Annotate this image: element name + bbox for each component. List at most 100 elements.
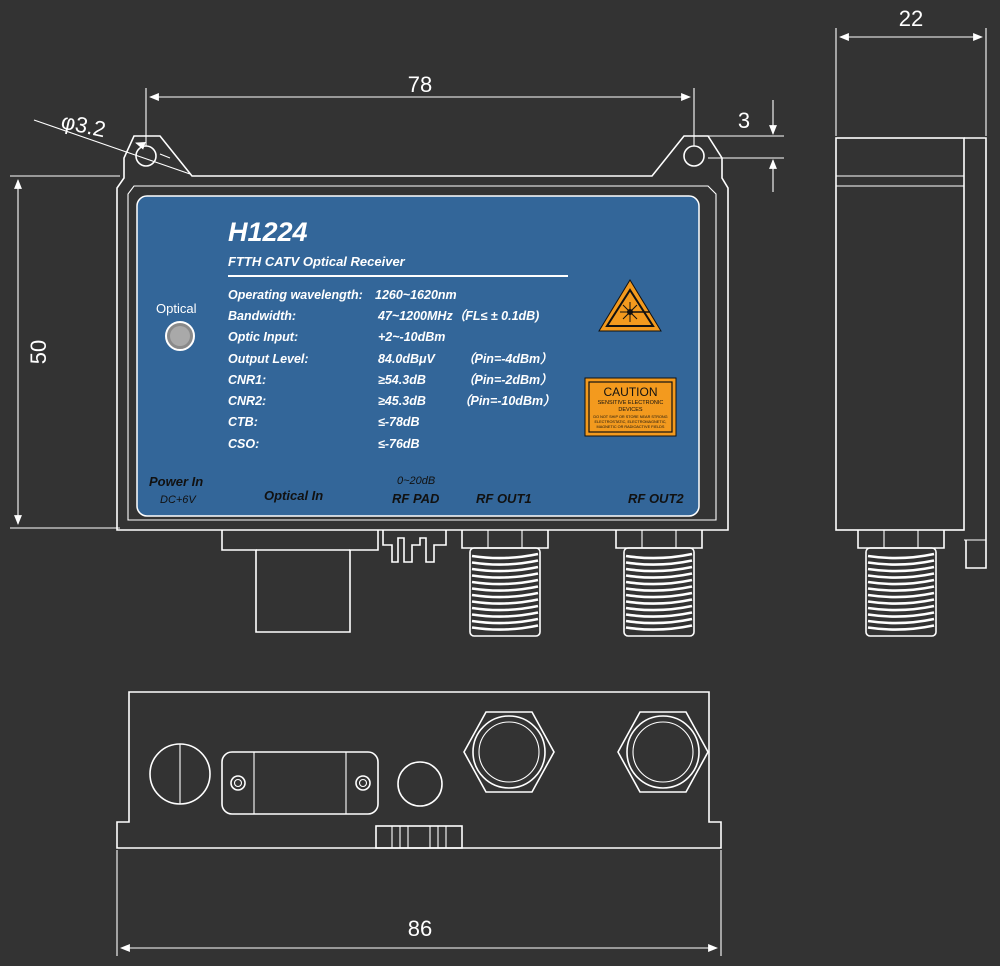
dimension-offset-3: 3 xyxy=(708,100,784,192)
housing-outline xyxy=(116,135,729,531)
bottom-view: 86 xyxy=(116,691,722,956)
spec-label: Optic Input: xyxy=(228,330,298,344)
rf-out1-connector xyxy=(461,530,549,637)
rf-out2-nut xyxy=(617,711,709,793)
dimension-value: 3 xyxy=(738,108,750,133)
side-view: 22 xyxy=(835,6,987,637)
thread-line xyxy=(867,572,935,579)
thread-line xyxy=(625,572,693,579)
thread-line xyxy=(471,611,539,618)
thread-line xyxy=(625,617,693,625)
thread-line xyxy=(471,604,539,612)
thread-line xyxy=(867,578,935,586)
thread-line xyxy=(471,552,539,560)
spec-value: +2~-10dBm xyxy=(378,330,445,344)
thread-line xyxy=(471,591,539,599)
thread-line xyxy=(867,611,935,618)
thread-line xyxy=(867,624,935,631)
laser-warning-icon xyxy=(598,279,662,332)
thread-line xyxy=(471,578,539,586)
dimension-value: 22 xyxy=(899,6,923,31)
thread-line xyxy=(471,617,539,625)
thread-line xyxy=(625,585,693,592)
spec-label: Bandwidth: xyxy=(228,309,296,323)
model-title: H1224 xyxy=(228,217,308,247)
dimension-depth-22: 22 xyxy=(835,6,987,136)
spec-value: ≥54.3dB xyxy=(378,373,426,387)
caution-fine: MAGNETIC OR RADIOACTIVE FIELDS xyxy=(597,425,665,429)
rf-out2-label: RF OUT2 xyxy=(628,491,684,506)
housing-inner-outline xyxy=(127,185,717,521)
dimension-hole-diameter: φ3.2 xyxy=(33,108,191,175)
spec-note: （Pin=-4dBm） xyxy=(462,351,553,366)
thread-line xyxy=(867,604,935,612)
caution-title: CAUTION xyxy=(604,385,658,399)
thread-line xyxy=(471,585,539,592)
optical-flange xyxy=(221,751,379,815)
rf-out1-label: RF OUT1 xyxy=(476,491,532,506)
optical-indicator-led-inner xyxy=(170,326,190,346)
spec-value: ≤-78dB xyxy=(378,415,420,429)
thread-line xyxy=(471,598,539,605)
spec-label: Operating wavelength: xyxy=(228,288,363,302)
thread-line xyxy=(625,552,693,560)
spec-value: 47~1200MHz（FL≤ ± 0.1dB) xyxy=(377,308,539,323)
power-in-label: Power In xyxy=(149,474,203,489)
spec-value: ≤-76dB xyxy=(378,437,420,451)
optical-in-connector xyxy=(221,530,379,633)
dimension-height-50: 50 xyxy=(10,175,120,529)
thread-line xyxy=(625,624,693,631)
rf-out2-connector xyxy=(615,530,703,637)
spec-value: 1260~1620nm xyxy=(375,288,457,302)
side-bracket xyxy=(964,137,987,569)
spec-note: （Pin=-2dBm） xyxy=(462,372,553,387)
side-connector xyxy=(865,547,937,637)
spec-note: （Pin=-10dBm） xyxy=(458,393,556,408)
thread-line xyxy=(471,624,539,631)
thread-line xyxy=(867,552,935,560)
thread-line xyxy=(471,565,539,573)
thread-line xyxy=(867,591,935,599)
thread-line xyxy=(625,591,693,599)
thread-line xyxy=(471,572,539,579)
caution-fine: DO NOT SHIP OR STORE NEAR STRONG xyxy=(593,415,667,419)
dimension-width-86: 86 xyxy=(116,850,722,956)
spec-list: Operating wavelength: 1260~1620nm Bandwi… xyxy=(228,288,556,451)
caution-label: CAUTION SENSITIVE ELECTRONIC DEVICES DO … xyxy=(584,377,677,437)
power-voltage-label: DC+6V xyxy=(160,494,197,506)
spec-label: CNR1: xyxy=(228,373,266,387)
thread-line xyxy=(867,565,935,573)
rf-out1-nut xyxy=(463,711,555,793)
model-subtitle: FTTH CATV Optical Receiver xyxy=(228,254,406,269)
optical-in-label: Optical In xyxy=(264,488,323,503)
thread-line xyxy=(625,611,693,618)
optical-indicator-label: Optical xyxy=(156,301,197,316)
rf-pad-tab xyxy=(375,825,463,849)
dimension-value: 78 xyxy=(408,72,432,97)
thread-line xyxy=(625,604,693,612)
thread-line xyxy=(625,565,693,573)
spec-label: Output Level: xyxy=(228,352,309,366)
spec-value: 84.0dBμV xyxy=(378,352,437,366)
caution-line: DEVICES xyxy=(618,407,642,413)
dimension-value: 86 xyxy=(408,916,432,941)
rf-pad-hole xyxy=(397,761,443,807)
rf-pad-label: RF PAD xyxy=(392,491,440,506)
thread-line xyxy=(867,559,935,566)
caution-line: SENSITIVE ELECTRONIC xyxy=(598,400,664,406)
thread-line xyxy=(625,578,693,586)
connector-thread xyxy=(471,552,539,631)
rf-pad-range-label: 0~20dB xyxy=(397,475,435,487)
bottom-body xyxy=(116,691,722,849)
dimension-width-78: 78 xyxy=(145,72,695,146)
thread-line xyxy=(471,559,539,566)
thread-line xyxy=(867,585,935,592)
thread-line xyxy=(867,598,935,605)
dimension-value: φ3.2 xyxy=(59,108,108,142)
caution-fine: ELECTROSTATIC, ELECTROMAGNETIC, xyxy=(594,420,666,424)
spec-label: CNR2: xyxy=(228,394,266,408)
thread-line xyxy=(625,559,693,566)
front-view: H1224 FTTH CATV Optical Receiver Optical… xyxy=(10,72,784,637)
side-body xyxy=(835,137,965,531)
